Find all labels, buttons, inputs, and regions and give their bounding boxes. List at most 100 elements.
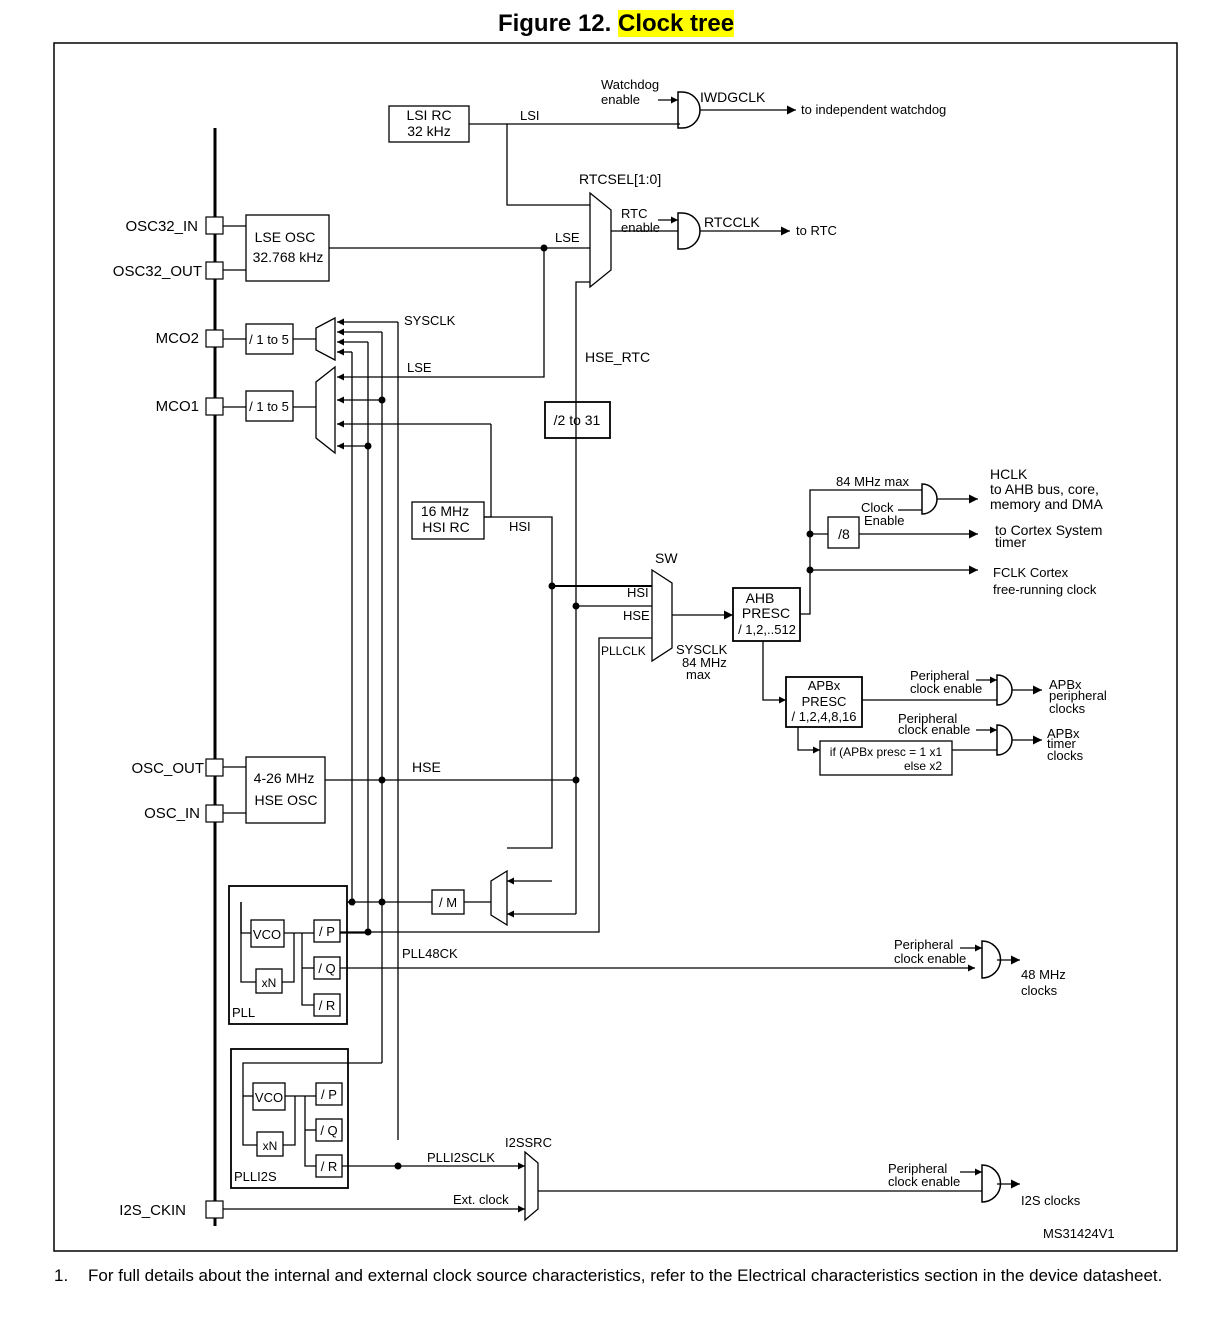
sw-hse-label: HSE <box>623 608 650 623</box>
pin-osc32-in <box>205 216 224 235</box>
figure-title-highlight: Clock tree <box>617 10 735 37</box>
mhz48-label-1: 48 MHz <box>1021 967 1066 982</box>
i2s-gate <box>981 1164 1002 1203</box>
apb-periph-label-1: APBx <box>1049 677 1082 692</box>
watchdog-enable-label-2: enable <box>601 92 640 107</box>
rtc-enable-label-1: RTC <box>621 206 647 221</box>
pll-xn-label: xN <box>262 976 277 990</box>
apb-label-3: / 1,2,4,8,16 <box>791 709 856 724</box>
plli2s-q-label: / Q <box>320 1123 337 1138</box>
rtcclk-label: RTCCLK <box>704 214 760 230</box>
pll-xn <box>255 968 283 994</box>
hse-osc-label-2: HSE OSC <box>254 792 317 808</box>
pin-label-osc32-in: OSC32_IN <box>125 218 198 235</box>
pll-p-label: / P <box>319 924 335 939</box>
to-rtc-label: to RTC <box>796 223 837 238</box>
pin-mco1 <box>205 397 224 416</box>
apb-label-1: APBx <box>808 678 841 693</box>
apb-timer-label-1: APBx <box>1047 726 1080 741</box>
junctions <box>348 244 814 1170</box>
hse-label: HSE <box>412 759 441 775</box>
apb-label-2: PRESC <box>802 694 847 709</box>
rtc-divider-label: /2 to 31 <box>554 412 601 428</box>
lsi-rc-label-1: LSI RC <box>406 107 451 123</box>
pin-label-mco2: MCO2 <box>156 330 199 347</box>
apb-periph-label-2: peripheral <box>1049 688 1107 703</box>
pin-label-osc32-out: OSC32_OUT <box>113 263 202 280</box>
mco2-divider-label: / 1 to 5 <box>249 332 289 347</box>
figure-frame <box>53 42 1178 1252</box>
pll-r-label: / R <box>319 998 336 1013</box>
sysclk-label-2: 84 MHz <box>682 655 727 670</box>
timer-multiplier <box>819 740 953 776</box>
pin-osc-in <box>205 804 224 823</box>
to-iwdg-label: to independent watchdog <box>801 102 946 117</box>
lsi-label: LSI <box>520 108 540 123</box>
plli2s-xn-label: xN <box>263 1139 278 1153</box>
pll-block <box>228 885 348 1025</box>
i2s-pce-label-2: clock enable <box>888 1174 960 1189</box>
lsi-rc-label-2: 32 kHz <box>407 123 451 139</box>
rtc-enable-label-2: enable <box>621 220 660 235</box>
m-divider-label: / M <box>439 895 457 910</box>
lse-mco-label: LSE <box>407 360 432 375</box>
footnote: 1. For full details about the internal a… <box>54 1266 1174 1285</box>
pin-osc-out <box>205 758 224 777</box>
timer-mul-label-2: else x2 <box>904 759 942 773</box>
fclk-label-1: FCLK Cortex <box>993 565 1069 580</box>
clock-enable-label-2: Enable <box>864 513 904 528</box>
i2s-clocks-label: I2S clocks <box>1021 1193 1081 1208</box>
hclk-label-3: memory and DMA <box>990 496 1103 512</box>
max84-label: 84 MHz max <box>836 474 909 489</box>
pins <box>205 216 224 1219</box>
hse-osc-block <box>245 756 326 824</box>
apb-periph-gate <box>996 674 1013 706</box>
hse-rtc-label: HSE_RTC <box>585 349 650 365</box>
lse-osc-label-1: LSE OSC <box>255 229 316 245</box>
figure-title: Figure 12. Clock tree <box>0 10 1219 38</box>
hclk-gate <box>921 483 938 515</box>
mco1-mux <box>315 365 336 455</box>
apb-periph-label-3: clocks <box>1049 701 1086 716</box>
sw-hsi-label: HSI <box>627 585 649 600</box>
lse-rtc-label: LSE <box>555 230 580 245</box>
hsi-label: HSI <box>509 519 531 534</box>
ahb-label-2: PRESC <box>742 605 790 621</box>
pll-source-mux <box>490 869 508 927</box>
rtc-divider <box>544 401 611 439</box>
apb-prescaler <box>785 676 863 728</box>
plli2s-name-label: PLLI2S <box>234 1169 277 1184</box>
watchdog-enable-label-1: Watchdog <box>601 77 659 92</box>
rtcsel-label: RTCSEL[1:0] <box>579 171 661 187</box>
usb-pce-label-1: Peripheral <box>894 937 953 952</box>
apb-timer-gate <box>996 724 1013 756</box>
i2s-pce-label-1: Peripheral <box>888 1161 947 1176</box>
apb-tce-label-2: clock enable <box>898 722 970 737</box>
usb-gate <box>981 940 1002 979</box>
pin-label-i2s-ckin: I2S_CKIN <box>119 1202 186 1219</box>
iwdgclk-label: IWDGCLK <box>700 89 766 105</box>
pin-mco2 <box>205 329 224 348</box>
ahb-label-1: AHB <box>746 590 775 606</box>
hse-osc-label-1: 4-26 MHz <box>254 770 315 786</box>
iwdg-gate <box>677 91 701 129</box>
mco1-divider <box>245 390 294 422</box>
plli2s-p-label: / P <box>321 1087 337 1102</box>
hclk-label-2: to AHB bus, core, <box>990 481 1099 497</box>
div8-block <box>827 516 860 549</box>
apb-tce-label-1: Peripheral <box>898 711 957 726</box>
pin-i2s-ckin <box>205 1200 224 1219</box>
rtc-gate <box>677 212 701 250</box>
systimer-label-2: timer <box>995 534 1026 550</box>
sw-pllclk-label: PLLCLK <box>601 644 646 658</box>
plli2s-block <box>230 1048 349 1189</box>
apb-timer-label-3: clocks <box>1047 748 1084 763</box>
pll-q-label: / Q <box>318 961 335 976</box>
mco2-mux <box>315 316 336 362</box>
rtcsel-mux <box>589 191 612 289</box>
pin-label-mco1: MCO1 <box>156 398 199 415</box>
apb-timer-label-2: timer <box>1047 736 1077 751</box>
plli2sclk-label: PLLI2SCLK <box>427 1150 495 1165</box>
apb-pce-label-1: Peripheral <box>910 668 969 683</box>
